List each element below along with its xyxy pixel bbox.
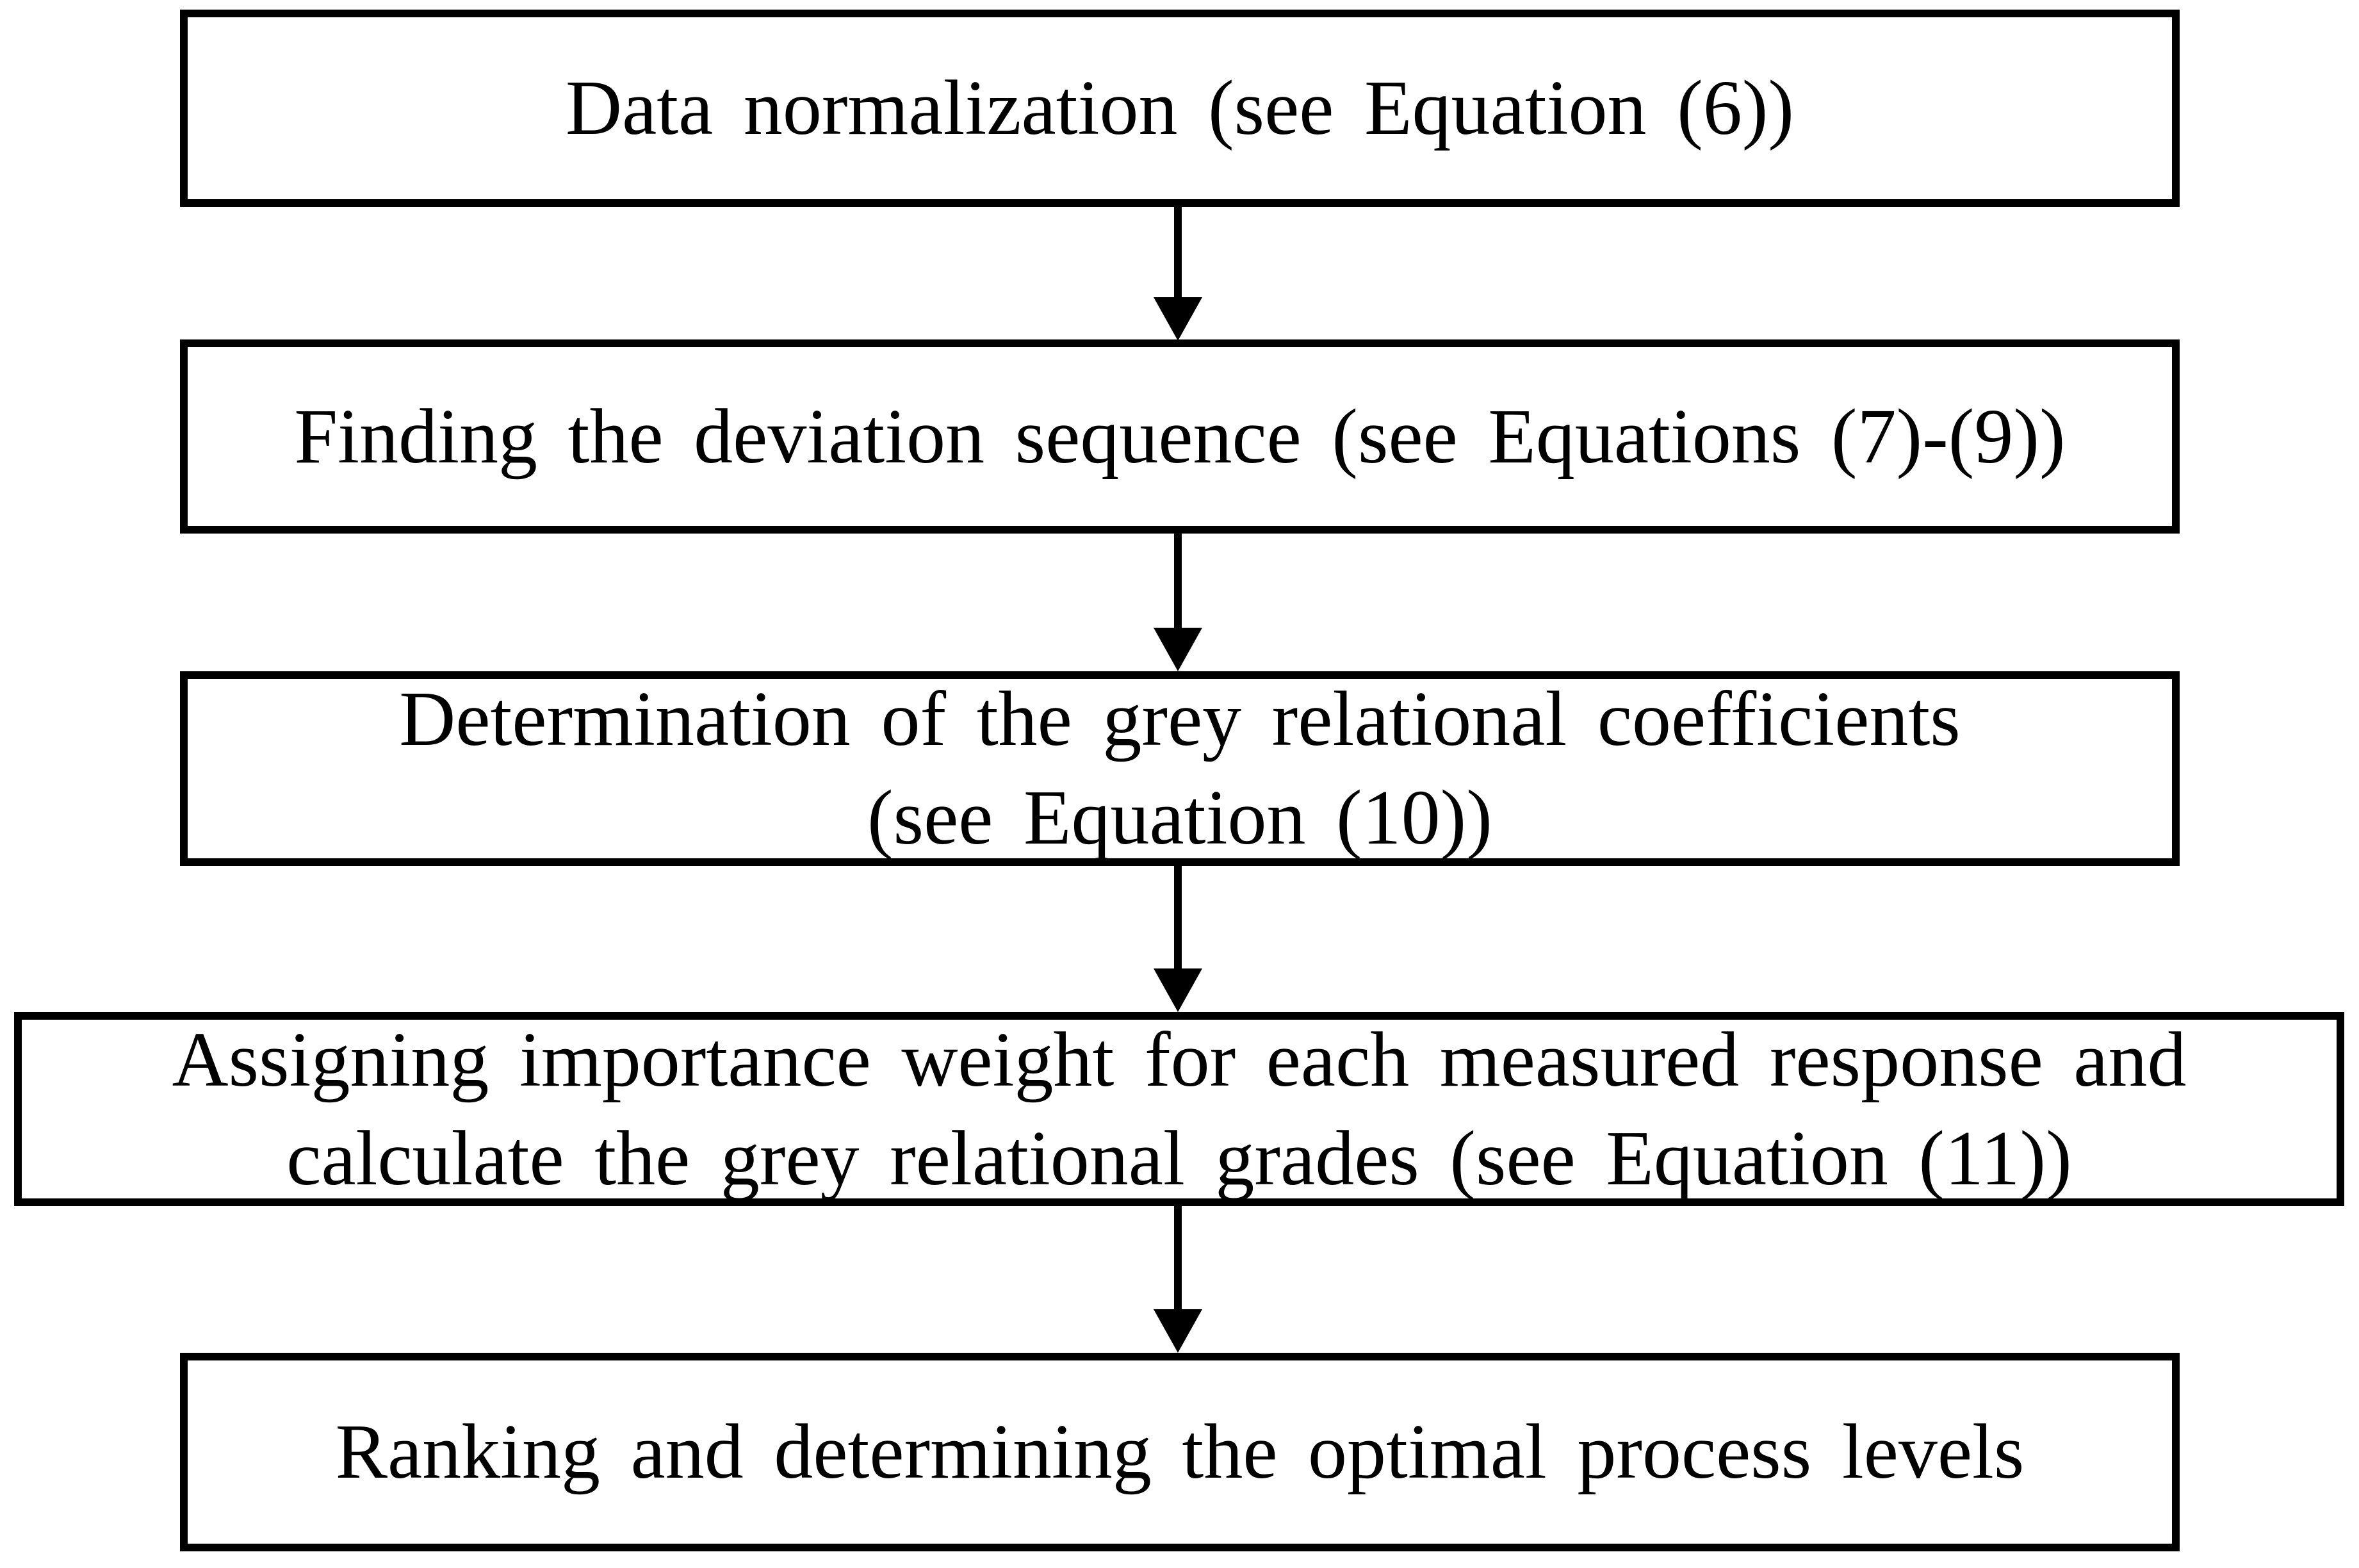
arrow-head bbox=[1154, 297, 1202, 341]
arrow-head bbox=[1154, 628, 1202, 671]
step-text-line-2: (see Equation (10)) bbox=[867, 774, 1492, 861]
step-text-line-2: calculate the grey relational grades (se… bbox=[286, 1115, 2072, 1202]
arrow-head bbox=[1154, 1309, 1202, 1353]
step-box-grey-relational-coefficients: Determination of the grey relational coe… bbox=[180, 671, 2180, 866]
arrow-stem bbox=[1174, 534, 1182, 628]
step-text: Ranking and determining the optimal proc… bbox=[335, 1409, 2025, 1496]
step-box-data-normalization: Data normalization (see Equation (6)) bbox=[180, 10, 2180, 207]
arrow-stem bbox=[1174, 1206, 1182, 1309]
down-arrow-icon bbox=[1154, 207, 1202, 341]
step-text-line-1: Assigning importance weight for each mea… bbox=[172, 1016, 2187, 1103]
step-box-grey-relational-grades: Assigning importance weight for each mea… bbox=[14, 1012, 2344, 1206]
down-arrow-icon bbox=[1154, 866, 1202, 1012]
arrow-head bbox=[1154, 968, 1202, 1012]
arrow-stem bbox=[1174, 866, 1182, 968]
arrow-stem bbox=[1174, 207, 1182, 297]
step-text-line-1: Determination of the grey relational coe… bbox=[399, 676, 1961, 763]
step-box-ranking-optimal-levels: Ranking and determining the optimal proc… bbox=[180, 1353, 2180, 1551]
step-text: Finding the deviation sequence (see Equa… bbox=[294, 393, 2066, 480]
down-arrow-icon bbox=[1154, 1206, 1202, 1353]
step-text: Data normalization (see Equation (6)) bbox=[566, 65, 1794, 152]
down-arrow-icon bbox=[1154, 534, 1202, 671]
step-box-deviation-sequence: Finding the deviation sequence (see Equa… bbox=[180, 339, 2180, 534]
